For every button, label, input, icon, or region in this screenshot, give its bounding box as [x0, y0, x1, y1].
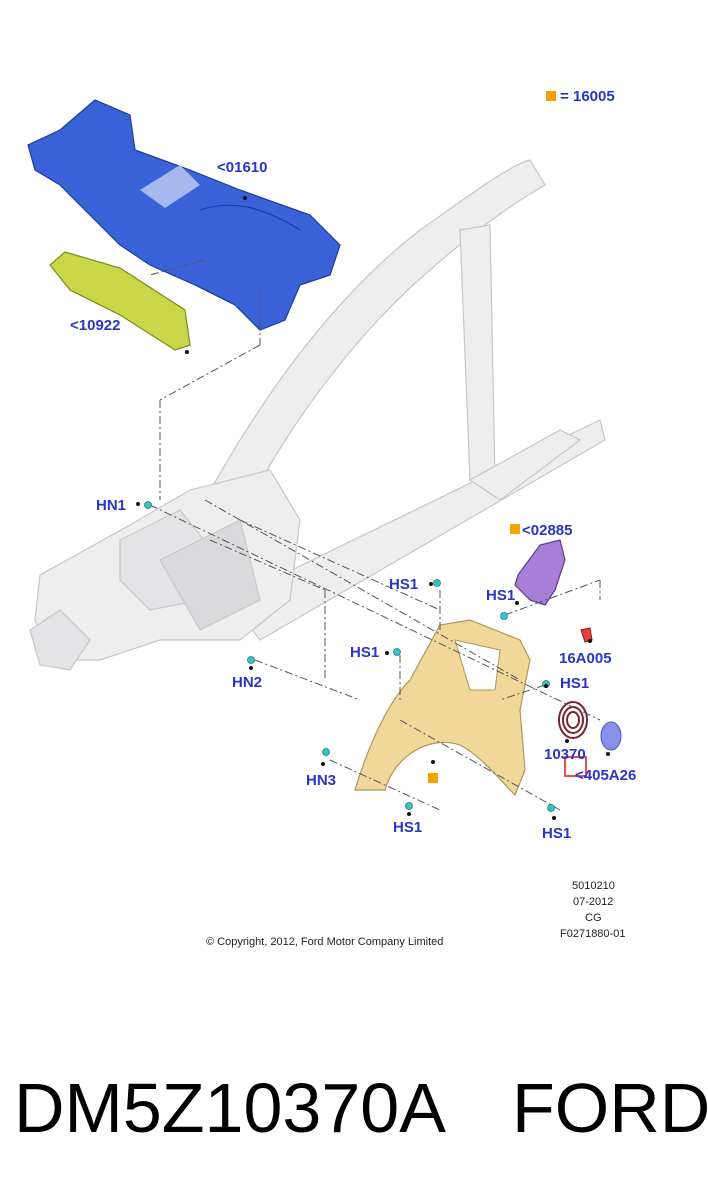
brand-name: FORD [512, 1069, 708, 1147]
callout-hn1: HN1 [96, 497, 127, 514]
callout-insulator: <10922 [70, 317, 121, 334]
leader-lines [149, 259, 601, 811]
part-number: DM5Z10370A [14, 1069, 446, 1147]
bracket-part [514, 539, 566, 606]
callout-bracket: <02885 [522, 522, 573, 539]
callout-hs1-b: HS1 [486, 587, 516, 604]
fender-wheelarch-cutout [454, 639, 501, 691]
callout-hs1-d: HS1 [560, 675, 590, 692]
orange-marker-bracket [510, 524, 520, 534]
retainer-part [580, 627, 593, 643]
callout-dash-panel: <01610 [217, 159, 268, 176]
info-line-4: F0271880-01 [560, 928, 626, 940]
insulator-part [49, 251, 191, 351]
legend-value: 16005 [573, 88, 615, 105]
dash-panel-opening [140, 165, 200, 208]
copyright-text: © Copyright, 2012, Ford Motor Company Li… [206, 936, 444, 948]
legend-square [546, 91, 556, 101]
info-line-3: CG [585, 912, 602, 924]
callout-hs1-a: HS1 [389, 576, 419, 593]
highlight-box [564, 756, 587, 777]
orange-marker-fender [428, 773, 438, 783]
callout-retainer: 16A005 [559, 650, 612, 667]
callout-wire: 10370 [544, 746, 586, 763]
callout-hs1-f: HS1 [542, 825, 572, 842]
callout-hn2: HN2 [232, 674, 263, 691]
callout-hs1-e: HS1 [393, 819, 423, 836]
callout-hn3: HN3 [306, 772, 337, 789]
cover-part [600, 721, 622, 751]
exploded-parts-diagram [27, 99, 622, 820]
footer-part-line: DM5Z10370A FORD [0, 1058, 708, 1158]
dash-panel-crease [199, 204, 301, 231]
legend-equals: = [560, 88, 569, 105]
info-line-1: 5010210 [572, 880, 615, 892]
callout-cover: <405A26 [575, 767, 637, 784]
dash-panel-part [27, 99, 341, 331]
info-line-2: 07-2012 [573, 896, 614, 908]
fender-part [354, 619, 531, 797]
body-frame [29, 159, 606, 671]
callout-hs1-c: HS1 [350, 644, 380, 661]
callout-dots [136, 196, 610, 820]
